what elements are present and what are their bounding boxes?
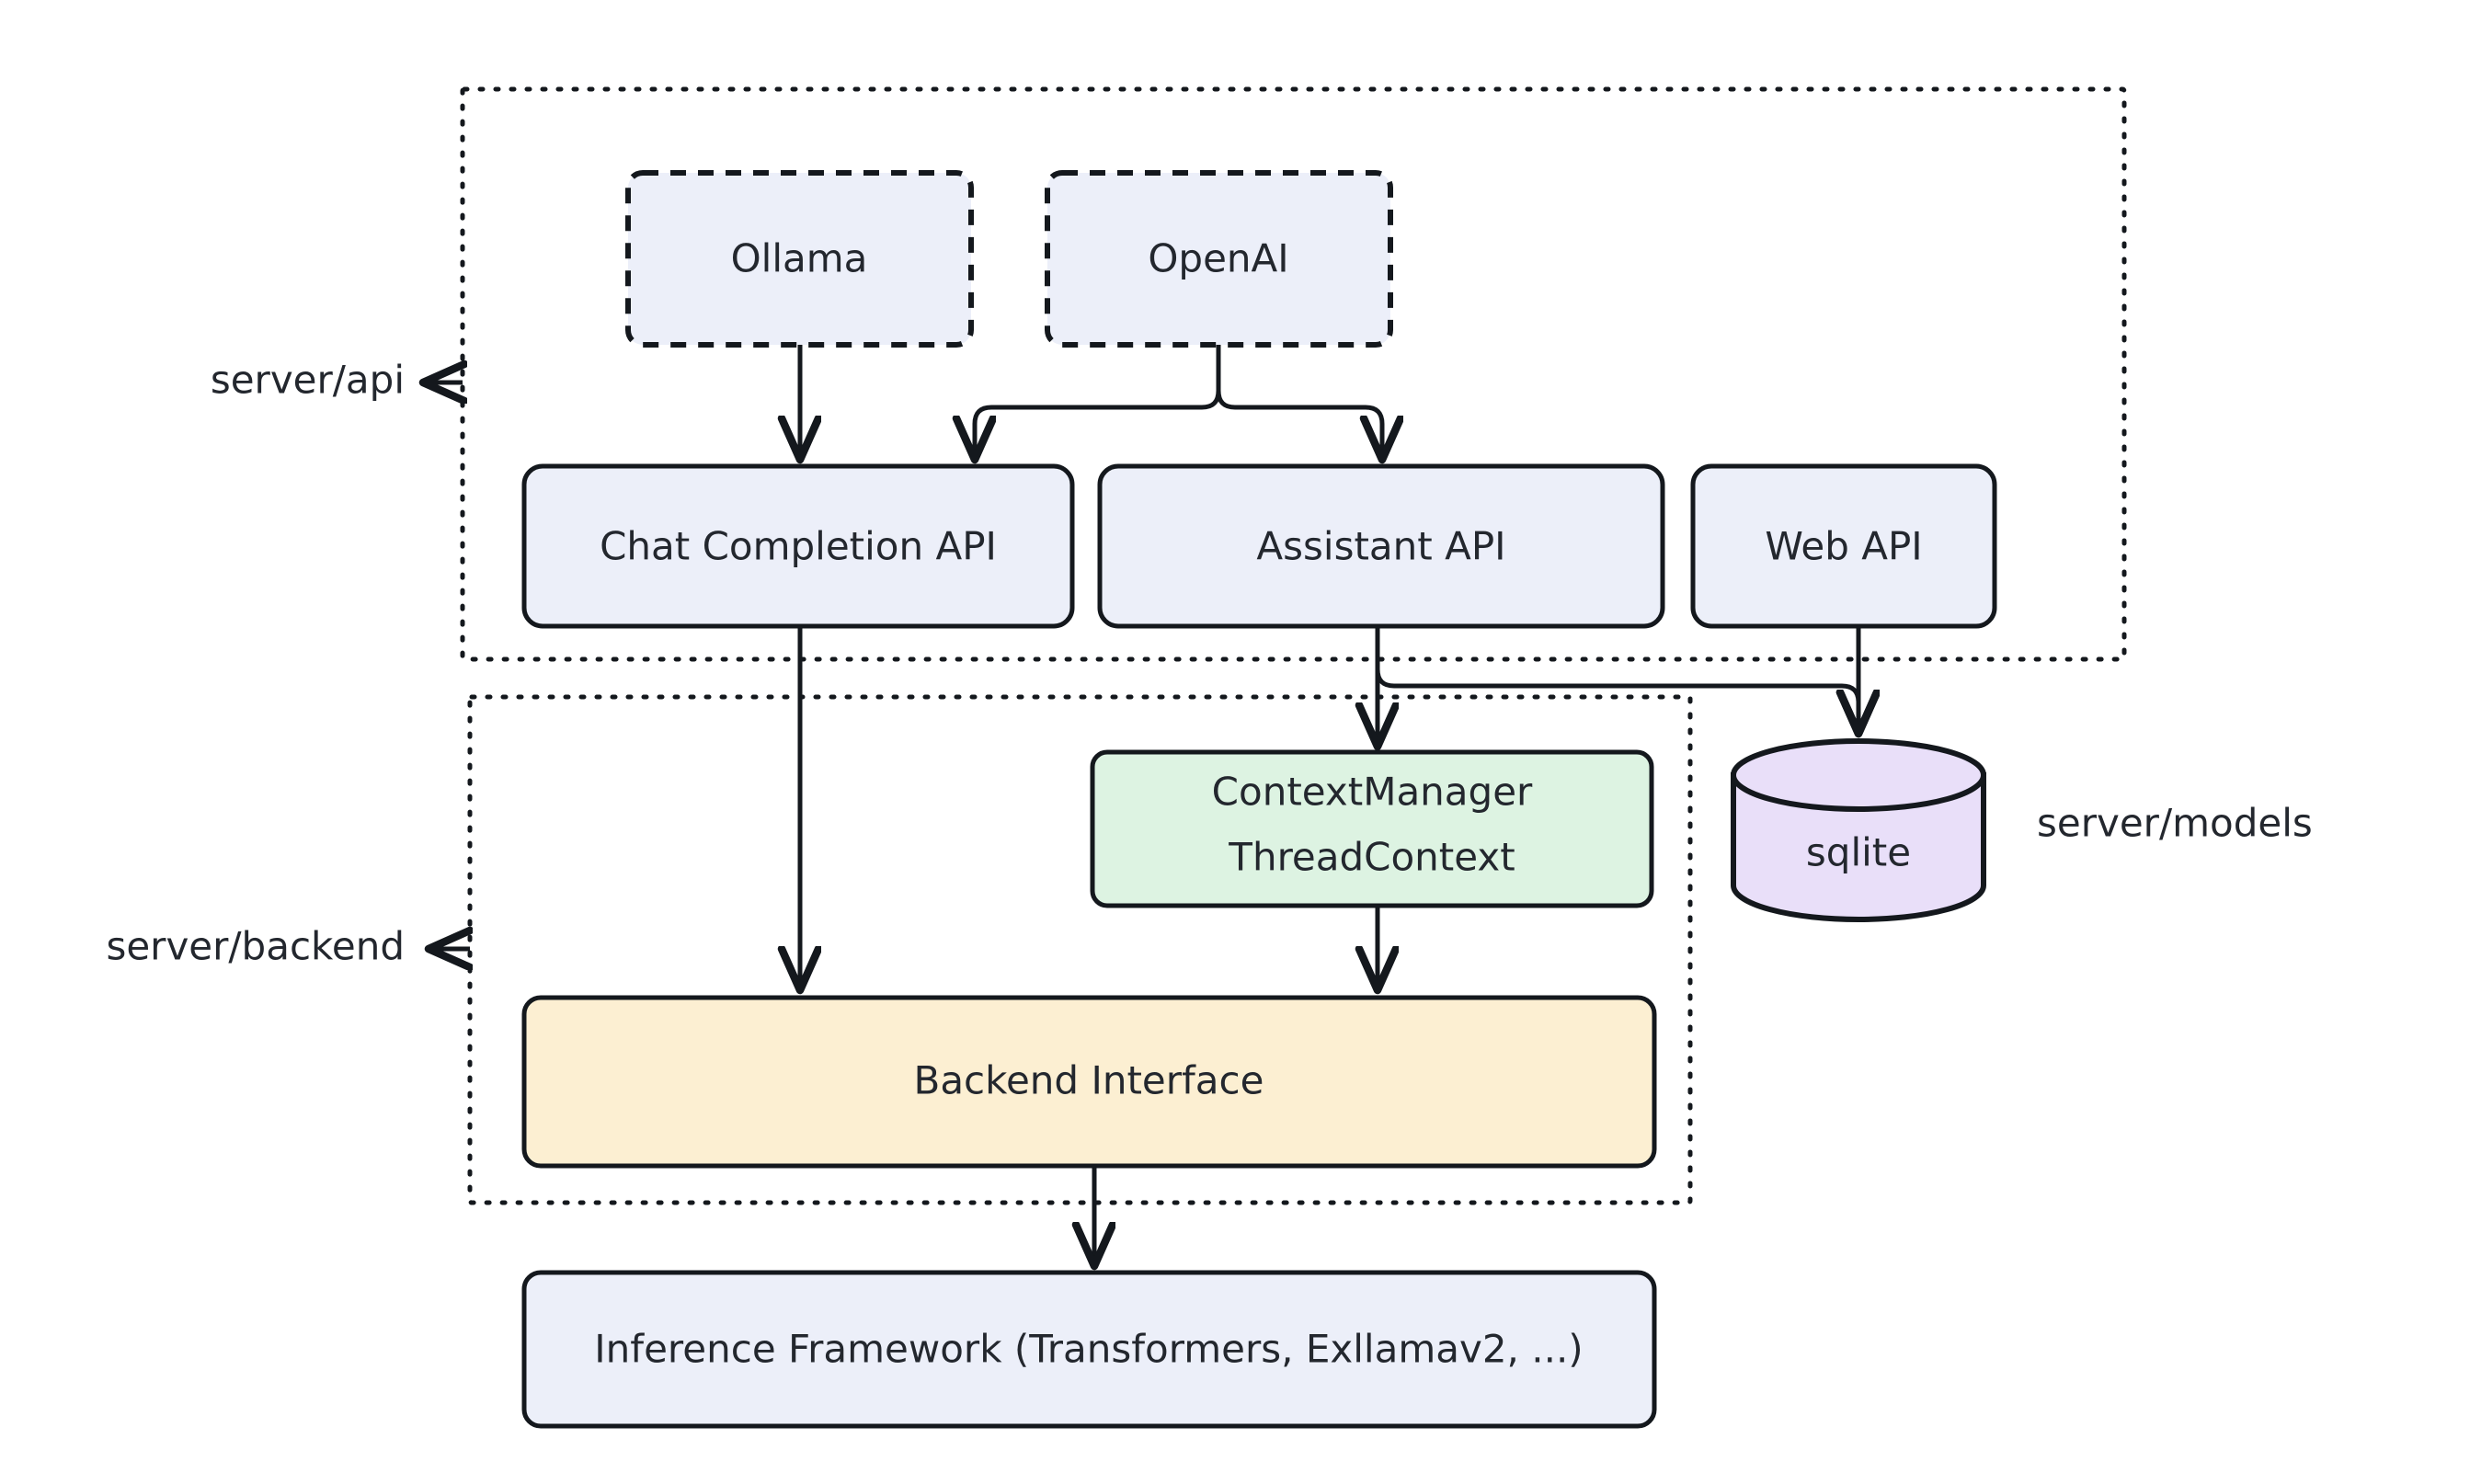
node-inference-framework-label: Inference Framework (Transformers, Exlla… (594, 1327, 1583, 1372)
node-backend-interface[interactable]: Backend Interface (521, 995, 1657, 1169)
node-inference-framework-shape (521, 1270, 1657, 1429)
node-openai-shape (1045, 170, 1393, 348)
node-ollama-label: Ollama (731, 236, 868, 281)
edge-assistant-api-to-sqlite (1375, 626, 1858, 732)
node-web-api-shape (1690, 463, 1997, 629)
node-sqlite-top (1731, 738, 1986, 812)
edge-openai-to-assistant-api (1216, 345, 1382, 458)
node-ollama[interactable]: Ollama (625, 170, 974, 348)
node-chat-completion-api-label: Chat Completion API (600, 524, 997, 569)
node-assistant-api-shape (1097, 463, 1665, 629)
node-assistant-api[interactable]: Assistant API (1097, 463, 1665, 629)
node-chat-completion-api[interactable]: Chat Completion API (521, 463, 1075, 629)
node-context-manager[interactable]: ContextManager ThreadContext (1090, 749, 1654, 908)
group-label-server-api: server/api (211, 358, 405, 403)
node-context-manager-shape (1090, 749, 1654, 908)
edge-openai-to-chat-completion-api (975, 345, 1221, 458)
node-context-manager-label-line-1: ContextManager (1212, 770, 1533, 815)
group-label-server-backend: server/backend (106, 924, 405, 969)
node-web-api[interactable]: Web API (1690, 463, 1997, 629)
node-ollama-shape (625, 170, 974, 348)
node-assistant-api-label: Assistant API (1256, 524, 1505, 569)
node-sqlite-label: sqlite (1806, 830, 1911, 875)
node-sqlite-body (1731, 772, 1986, 922)
node-openai[interactable]: OpenAI (1045, 170, 1393, 348)
node-openai-label: OpenAI (1148, 236, 1288, 281)
node-chat-completion-api-shape (521, 463, 1075, 629)
node-sqlite[interactable]: sqlite (1731, 738, 1986, 922)
node-inference-framework[interactable]: Inference Framework (Transformers, Exlla… (521, 1270, 1657, 1429)
node-context-manager-label-line-2: ThreadContext (1228, 835, 1515, 880)
group-label-server-models: server/models (2037, 801, 2313, 846)
node-backend-interface-label: Backend Interface (914, 1058, 1264, 1103)
node-backend-interface-shape (521, 995, 1657, 1169)
node-web-api-label: Web API (1765, 524, 1922, 569)
